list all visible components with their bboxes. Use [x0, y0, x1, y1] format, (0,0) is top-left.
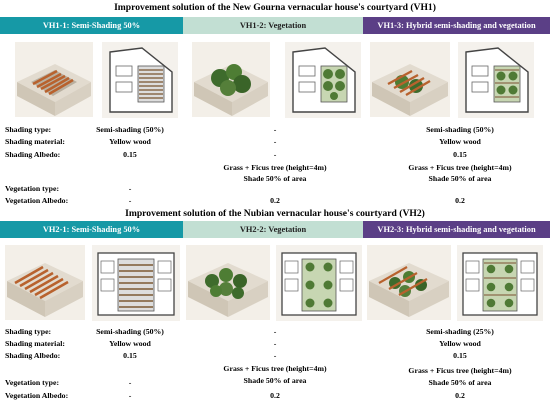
vh2-2-vegetation-type-1: Grass + Ficus tree (height=4m) — [223, 364, 327, 373]
render-vh2-3 — [367, 245, 451, 320]
vh2-3-shading-material: Yellow wood — [439, 339, 481, 348]
plan-vh2-3 — [457, 245, 543, 321]
tab-vh2-2: VH2-2: Vegetation — [183, 221, 363, 238]
tab-vh2-1: VH2-1: Semi-Shading 50% — [0, 221, 183, 238]
vh2-2-shading-material: - — [273, 339, 277, 348]
vh1-1-vegetation-albedo: - — [128, 196, 132, 205]
vh1-3-vegetation-type-1: Grass + Ficus tree (height=4m) — [408, 163, 512, 172]
render-vh2-1 — [5, 245, 85, 320]
vh1-3-vegetation-albedo: 0.2 — [455, 196, 465, 205]
vh2-1-shading-albedo: 0.15 — [123, 351, 137, 360]
plan-vh1-2 — [285, 42, 361, 118]
render-vh1-2 — [192, 42, 270, 117]
vh2-1-shading-type: Semi-shading (50%) — [96, 327, 164, 336]
vh1-1-vegetation-type: - — [128, 184, 132, 193]
label-vegetation-albedo: Vegetation Albedo: — [5, 196, 69, 205]
vh1-2-vegetation-type-1: Grass + Ficus tree (height=4m) — [223, 163, 327, 172]
vh2-1-vegetation-type: - — [128, 378, 132, 387]
label-shading-material-2: Shading material: — [5, 339, 65, 348]
vh2-2-shading-type: - — [273, 327, 277, 336]
vh2-2-shading-albedo: - — [273, 351, 277, 360]
vh1-3-vegetation-type-2: Shade 50% of area — [428, 174, 492, 183]
section-1-title: Improvement solution of the New Gourna v… — [114, 2, 436, 13]
label-shading-albedo: Shading Albedo: — [5, 150, 61, 159]
plan-vh1-3 — [458, 42, 534, 118]
label-shading-type: Shading type: — [5, 125, 52, 134]
vh1-1-shading-material: Yellow wood — [109, 137, 151, 146]
render-vh1-1 — [15, 42, 93, 117]
tab-vh2-3: VH2-3: Hybrid semi-shading and vegetatio… — [363, 221, 550, 238]
vh1-2-shading-albedo: - — [273, 150, 277, 159]
vh1-1-shading-type: Semi-shading (50%) — [96, 125, 164, 134]
vh1-2-vegetation-albedo: 0.2 — [270, 196, 280, 205]
label-shading-type-2: Shading type: — [5, 327, 52, 336]
vh1-2-shading-type: - — [273, 125, 277, 134]
vh2-1-vegetation-albedo: - — [128, 391, 132, 400]
plan-vh1-1 — [102, 42, 178, 118]
vh2-1-shading-material: Yellow wood — [109, 339, 151, 348]
label-vegetation-type-2: Vegetation type: — [5, 378, 60, 387]
vh2-3-shading-type: Semi-shading (25%) — [426, 327, 494, 336]
label-vegetation-albedo-2: Vegetation Albedo: — [5, 391, 69, 400]
tab-vh1-2: VH1-2: Vegetation — [183, 17, 363, 34]
vh1-2-vegetation-type-2: Shade 50% of area — [243, 174, 307, 183]
vh1-3-shading-albedo: 0.15 — [453, 150, 467, 159]
vh1-3-shading-type: Semi-shading (50%) — [426, 125, 494, 134]
tab-vh1-3: VH1-3: Hybrid semi-shading and vegetatio… — [363, 17, 550, 34]
vh2-2-vegetation-albedo: 0.2 — [270, 391, 280, 400]
plan-vh2-2 — [276, 245, 362, 321]
vh1-1-shading-albedo: 0.15 — [123, 150, 137, 159]
label-shading-albedo-2: Shading Albedo: — [5, 351, 61, 360]
section-2-title: Improvement solution of the Nubian verna… — [125, 208, 425, 219]
vh2-3-vegetation-type-2: Shade 50% of area — [428, 378, 492, 387]
vh1-3-shading-material: Yellow wood — [439, 137, 481, 146]
tab-vh1-1: VH1-1: Semi-Shading 50% — [0, 17, 183, 34]
label-shading-material: Shading material: — [5, 137, 65, 146]
render-vh2-2 — [186, 245, 270, 320]
render-vh1-3 — [370, 42, 450, 117]
plan-vh2-1 — [92, 245, 180, 321]
vh2-3-vegetation-type-1: Grass + Ficus tree (height=4m) — [408, 366, 512, 375]
vh2-3-shading-albedo: 0.15 — [453, 351, 467, 360]
label-vegetation-type: Vegetation type: — [5, 184, 60, 193]
vh2-3-vegetation-albedo: 0.2 — [455, 391, 465, 400]
vh1-2-shading-material: - — [273, 137, 277, 146]
vh2-2-vegetation-type-2: Shade 50% of area — [243, 376, 307, 385]
